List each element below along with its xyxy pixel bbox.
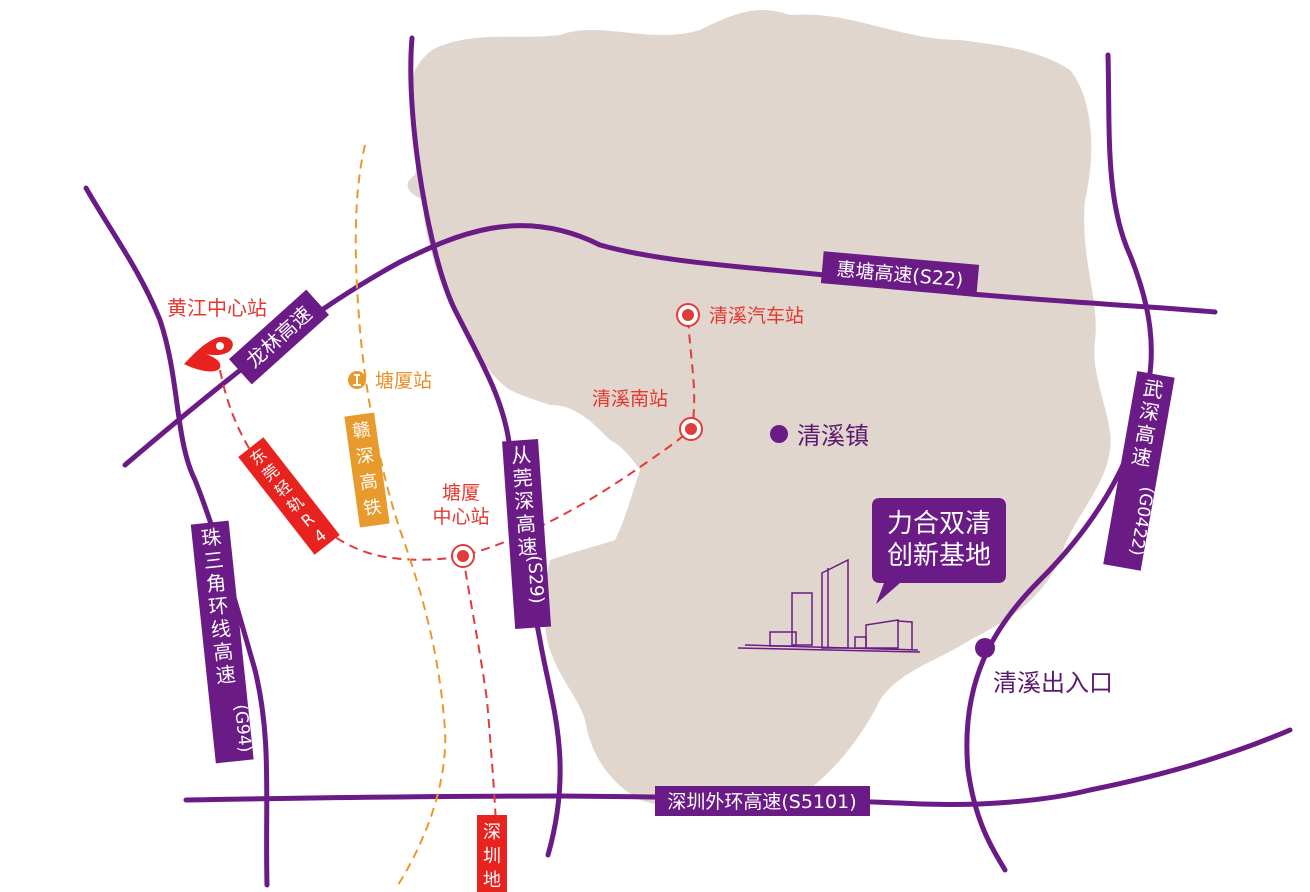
ganshen-char: 赣 [351, 419, 372, 442]
location-dot-icon [770, 425, 788, 443]
zhusanjiao-road-char: 珠 [200, 525, 222, 551]
location-dot-icon [975, 638, 995, 658]
congguan-road-char: 速 [517, 534, 539, 559]
road-wushen [964, 52, 1154, 873]
wushen-road-char: 深 [1137, 398, 1161, 425]
zhusanjiao-road-char: 速 [214, 662, 236, 688]
label-waihuan-road: 深圳外环高速(S5101) [655, 786, 870, 816]
station-qingxi-bus-label: 清溪汽车站 [709, 305, 804, 327]
congguan-road-char: 从 [510, 443, 532, 468]
shenzhen-metro-char: 圳 [483, 846, 501, 867]
congguan-road-char: 深 [513, 488, 535, 513]
ganshen-char: 铁 [362, 496, 383, 519]
congguan-road-code: (S29) [523, 555, 547, 605]
qingxi-land-area [407, 10, 1111, 816]
congguan-road-char: 高 [515, 511, 537, 536]
project-title-line2: 创新基地 [887, 541, 991, 571]
label-zhusanjiao-road: 珠 三 角 环 线 高 速 (G94) [190, 520, 255, 764]
place-qingxi-exit: 清溪出入口 [993, 669, 1113, 697]
dongguan-metro-logo-icon [184, 336, 233, 372]
building-illustration [737, 558, 921, 653]
station-huangjiang-label: 黄江中心站 [167, 296, 267, 320]
label-ganshen-hsr: 赣 深 高 铁 [344, 412, 390, 528]
station-qingxi-south-label: 清溪南站 [592, 388, 668, 410]
railway-logo-icon [348, 371, 366, 389]
rail-shenzhen-metro-line [462, 555, 499, 861]
shenzhen-metro-char: 深 [483, 822, 501, 843]
shenzhen-metro-char: 地 [483, 870, 501, 891]
label-r4-light-rail: 东 莞 轻 轨 R 4 [238, 437, 340, 555]
zhusanjiao-road-code: (G94) [230, 703, 255, 753]
label-huitang-road: 惠塘高速(S22) [820, 251, 980, 297]
label-congguan-road: 从 莞 深 高 速 (S29) [502, 438, 552, 630]
ganshen-char: 高 [358, 471, 379, 494]
label-wushen-road: 武 深 高 速 (G0422) [1103, 371, 1175, 571]
ganshen-char: 深 [355, 445, 376, 468]
station-tangxia-center-label-1: 塘厦 [442, 482, 480, 504]
station-marker-icon [451, 544, 475, 568]
wushen-road-char: 武 [1141, 376, 1165, 403]
zhusanjiao-road-char: 环 [207, 593, 229, 619]
zhusanjiao-road-char: 线 [210, 616, 232, 642]
wushen-road-char: 高 [1133, 421, 1157, 448]
project-title-line1: 力合双清 [887, 509, 991, 539]
station-marker-icon [679, 417, 703, 441]
waihuan-road-text: 深圳外环高速(S5101) [667, 791, 856, 813]
congguan-road-char: 莞 [512, 465, 534, 490]
zhusanjiao-road-char: 三 [202, 547, 224, 573]
station-tangxia-center-label-2: 中心站 [432, 506, 489, 528]
station-marker-icon [676, 303, 700, 327]
rail-ganshen-line [354, 144, 447, 886]
zhusanjiao-road-char: 高 [212, 639, 234, 665]
project-callout: 力合双清 创新基地 [872, 498, 1006, 604]
place-qingxi-town: 清溪镇 [797, 422, 869, 450]
zhusanjiao-road-char: 角 [205, 570, 227, 596]
label-shenzhen-metro: 深 圳 地 [477, 815, 507, 892]
wushen-road-char: 速 [1129, 444, 1153, 471]
station-tangxia-label: 塘厦站 [375, 370, 432, 392]
road-zhusanjiao [83, 185, 270, 888]
